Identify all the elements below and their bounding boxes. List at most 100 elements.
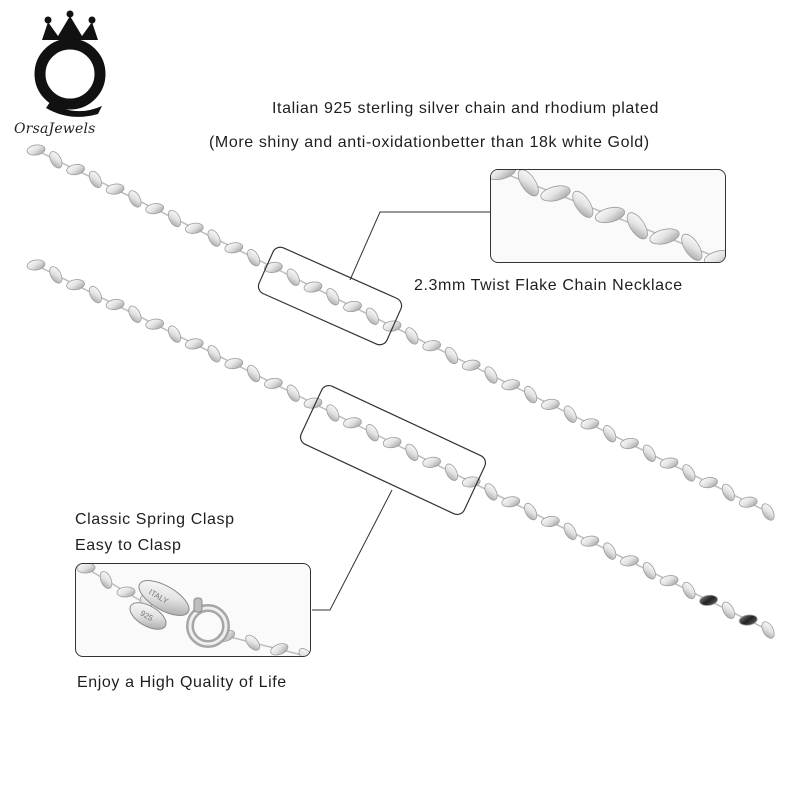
chain-link	[264, 377, 283, 389]
chain-link	[620, 555, 639, 567]
chain-link	[184, 222, 204, 234]
chain-link	[461, 359, 481, 371]
chain-link	[224, 242, 244, 254]
chain-link	[659, 575, 679, 587]
brand-logo	[20, 10, 120, 120]
clasp-subtitle: Easy to Clasp	[75, 537, 182, 554]
chain-link	[66, 164, 85, 176]
chain-link	[620, 437, 639, 450]
chain-link	[326, 288, 340, 306]
chain-link	[207, 229, 221, 247]
chain-link	[26, 144, 46, 156]
chain-link	[116, 586, 136, 598]
callout-line-bottom	[312, 489, 393, 611]
chain-link	[541, 398, 560, 410]
chain-link	[245, 634, 261, 651]
chain-link	[88, 170, 102, 189]
chain-link	[303, 281, 323, 293]
chain-link	[286, 384, 300, 402]
chain-type-label: 2.3mm Twist Flake Chain Necklace	[414, 277, 683, 294]
chain-link	[405, 443, 419, 462]
chain-link	[343, 300, 362, 313]
chain-link	[738, 496, 758, 508]
chain-link	[682, 464, 696, 482]
chain-link	[572, 190, 594, 218]
chain-link	[365, 424, 379, 442]
tagline: Enjoy a High Quality of Life	[77, 674, 287, 691]
chain-link	[491, 170, 517, 181]
chain-link	[699, 477, 718, 489]
chain-link	[541, 515, 560, 528]
chain-link	[382, 320, 402, 332]
chain-link	[524, 502, 538, 521]
chain-link	[626, 212, 648, 240]
chain-link	[501, 496, 521, 508]
chain-link	[66, 279, 85, 291]
chain-link	[264, 261, 283, 273]
chain-link	[145, 318, 165, 330]
lower-chain-strand	[26, 259, 775, 639]
chain-link	[603, 542, 617, 560]
chain-link	[594, 206, 626, 224]
chain-link	[184, 338, 204, 350]
chain-link	[444, 463, 459, 481]
chain-link	[699, 594, 718, 606]
clasp-detail-image: ITALY 925	[76, 564, 310, 656]
chain-link	[761, 621, 775, 639]
crown-logo-icon	[34, 10, 106, 117]
chain-link	[484, 483, 498, 501]
chain-link	[524, 385, 538, 404]
upper-chain-strand	[26, 144, 775, 521]
chain-link	[247, 364, 261, 383]
chain-link	[286, 268, 300, 286]
chain-link	[326, 404, 340, 422]
chain-link	[761, 503, 775, 521]
brand-name: OrsaJewels	[14, 121, 96, 137]
chain-link	[128, 305, 142, 323]
chain-link	[343, 417, 362, 429]
chain-wire	[225, 635, 307, 656]
chain-link	[128, 190, 142, 208]
chain-link	[76, 564, 96, 574]
chain-link	[501, 379, 521, 391]
chain-link	[540, 185, 571, 202]
chain-link	[649, 228, 680, 245]
chain-link	[365, 307, 379, 325]
chain-detail-image	[491, 170, 725, 262]
chain-link	[105, 298, 125, 311]
chain-wire	[85, 567, 147, 605]
chain-link	[49, 266, 63, 284]
chain-link	[580, 418, 600, 430]
chain-link	[422, 456, 442, 468]
chain-link	[563, 405, 577, 423]
chain-link	[682, 581, 696, 600]
chain-link	[721, 483, 735, 502]
chain-link	[659, 457, 679, 469]
headline-line-2: (More shiny and anti-oxidationbetter tha…	[209, 134, 650, 151]
chain-link	[88, 285, 102, 304]
chain-link	[444, 346, 459, 365]
headline-line-1: Italian 925 sterling silver chain and rh…	[272, 100, 659, 117]
chain-link	[167, 325, 182, 343]
chain-link	[99, 571, 113, 589]
chain-link	[224, 358, 244, 370]
chain-link	[49, 151, 63, 169]
chain-link	[738, 614, 758, 626]
chain-link	[422, 340, 442, 352]
chain-link	[270, 643, 289, 656]
chain-link	[517, 170, 539, 197]
chain-link	[681, 233, 703, 261]
chain-link	[247, 248, 261, 267]
chain-link	[167, 209, 182, 228]
chain-link	[405, 327, 419, 345]
chain-link	[642, 444, 656, 462]
chain-link	[207, 345, 221, 363]
chain-link	[145, 203, 165, 215]
zoom-box-chain	[490, 169, 726, 263]
chain-link	[484, 366, 498, 384]
chain-link	[721, 601, 735, 619]
highlight-box-top	[257, 246, 403, 346]
chain-link	[703, 249, 725, 262]
chain-link	[26, 259, 46, 271]
